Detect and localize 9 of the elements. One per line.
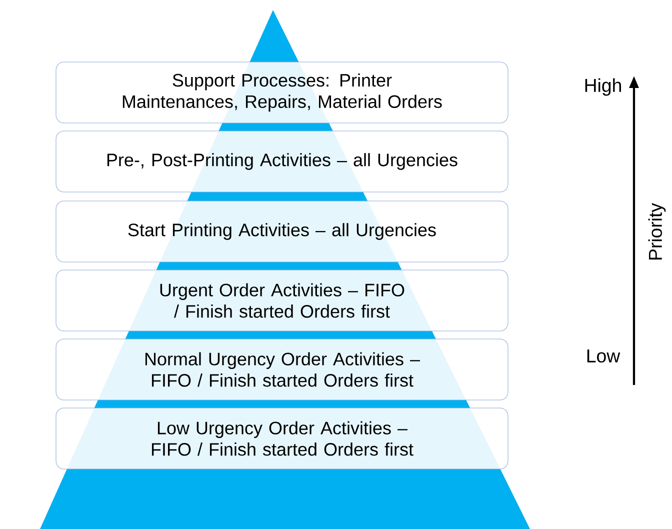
axis-title: Priority bbox=[648, 203, 666, 260]
process-box: Start Printing Activities – all Urgencies bbox=[56, 200, 508, 262]
axis-label: High bbox=[585, 78, 621, 96]
axis-label: Low bbox=[587, 349, 620, 363]
process-box: Pre-, Post-Printing Activities – all Urgencies bbox=[56, 130, 508, 192]
process-box: Support Processes: Printer Maintenances, Repairs, Material Orders bbox=[56, 62, 508, 124]
process-box: Urgent Order Activities – FIFO / Finish started Orders first bbox=[56, 270, 508, 332]
process-box: Low Urgency Order Activities – FIFO / Finish started Orders first bbox=[56, 408, 508, 470]
process-box: Normal Urgency Order Activities – FIFO / Finish started Orders first bbox=[56, 338, 508, 400]
